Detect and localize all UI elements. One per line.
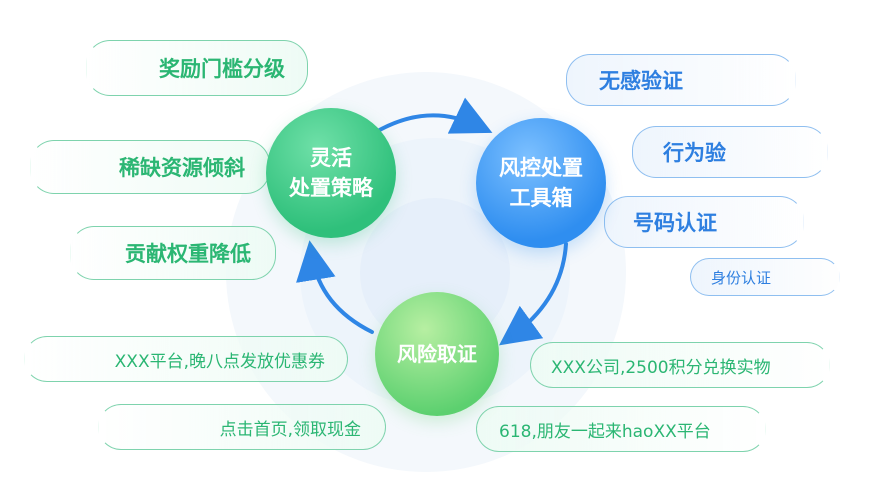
evidence-example-coupon: XXX平台,晚八点发放优惠券 [24,336,348,382]
risk-evidence-node: 风险取证 [375,292,499,416]
evidence-example-618: 618,朋友一起来haoXX平台 [476,406,766,452]
strategy-item-reward-threshold: 奖励门槛分级 [86,40,308,96]
tool-item-identity-authentication: 身份认证 [690,258,840,296]
arrow-strategy-to-tools [374,97,493,134]
strategy-item-contribution-weight: 贡献权重降低 [70,226,276,280]
tool-item-invisible-verification: 无感验证 [566,54,796,106]
strategy-item-scarce-resources: 稀缺资源倾斜 [30,140,270,194]
tool-item-behavior-verification: 行为验 [632,126,828,178]
tool-item-phone-authentication: 号码认证 [604,196,804,248]
risk-control-toolbox-node: 风控处置 工具箱 [476,118,606,248]
evidence-example-cash: 点击首页,领取现金 [98,404,386,450]
arrow-evidence-to-strategy [296,240,374,334]
flexible-disposal-strategy-node: 灵活 处置策略 [266,108,396,238]
arrow-tools-to-evidence [499,242,568,346]
evidence-example-points: XXX公司,2500积分兑换实物 [530,342,830,388]
